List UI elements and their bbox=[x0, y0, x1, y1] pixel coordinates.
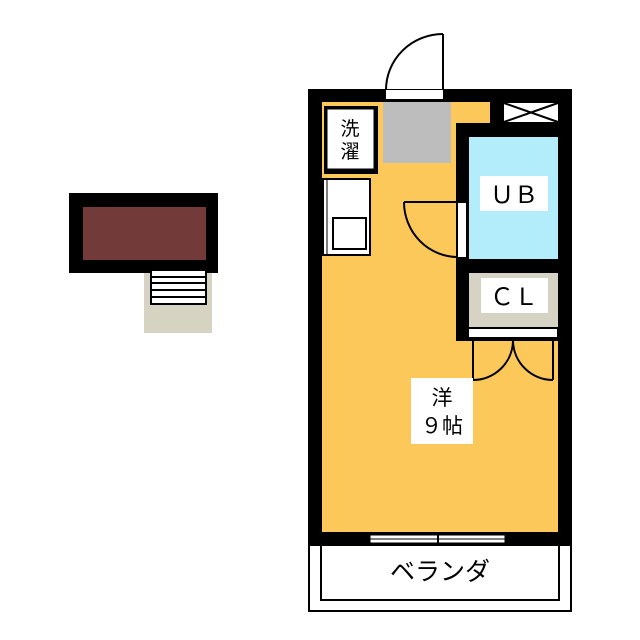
main-room-label-box bbox=[411, 378, 473, 444]
loft-floor bbox=[83, 207, 206, 260]
kitchen-sink bbox=[322, 178, 371, 256]
bath-door-opening bbox=[458, 203, 466, 257]
balcony-window[interactable] bbox=[369, 533, 506, 545]
bath-door[interactable] bbox=[403, 201, 459, 258]
balcony: ベランダ bbox=[308, 544, 572, 612]
washer-space: 洗 濯 bbox=[324, 106, 378, 174]
washer-label-2: 濯 bbox=[340, 141, 359, 163]
entrance-floor bbox=[383, 102, 451, 163]
balcony-label: ベランダ bbox=[390, 557, 490, 586]
closet-doors[interactable] bbox=[472, 340, 554, 381]
closet-label-box bbox=[481, 278, 548, 313]
main-room-type: 洋 bbox=[432, 386, 453, 410]
bath-label: ＵＢ bbox=[490, 181, 538, 209]
unit: ＵＢ ＣＬ 洗 濯 洋 ９帖 bbox=[308, 33, 572, 545]
entrance-door[interactable] bbox=[385, 33, 444, 91]
entrance-door-opening bbox=[386, 90, 443, 99]
loft-section bbox=[69, 193, 218, 333]
main-room-size: ９帖 bbox=[421, 414, 463, 438]
washer-label-1: 洗 bbox=[340, 118, 359, 140]
stairs bbox=[150, 269, 207, 305]
bath-label-box bbox=[480, 176, 548, 211]
closet-label: ＣＬ bbox=[490, 283, 538, 311]
closet-opening bbox=[469, 329, 557, 337]
pipe-space-x-icon bbox=[503, 102, 559, 123]
